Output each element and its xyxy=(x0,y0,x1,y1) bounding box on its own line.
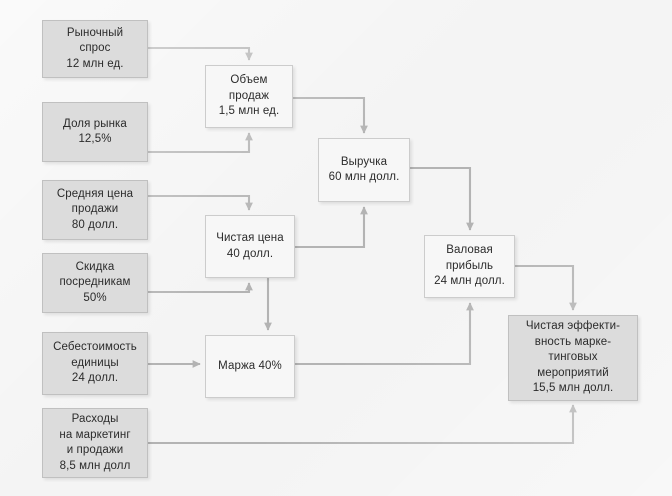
node-margin-label: Маржа 40% xyxy=(218,359,282,372)
node-net-effectiveness-label: Чистая эффекти- вность марке- тинговых м… xyxy=(525,320,621,395)
node-unit-cost[interactable]: Себестоимость единицы 24 долл. xyxy=(42,332,148,395)
node-marketing-costs[interactable]: Расходы на маркетинг и продажи 8,5 млн д… xyxy=(42,408,148,478)
node-gross-profit[interactable]: Валовая прибыль 24 млн долл. xyxy=(424,235,515,298)
edge-revenue-to-gross-profit xyxy=(410,166,474,231)
node-gross-profit-label: Валовая прибыль 24 млн долл. xyxy=(434,244,505,288)
edge-marketing-costs-to-net-effectiveness xyxy=(148,404,577,445)
node-revenue[interactable]: Выручка 60 млн долл. xyxy=(318,138,410,202)
node-market-demand-label: Рыночный спрос 12 млн ед. xyxy=(66,26,124,70)
node-discount-label: Скидка посредникам 50% xyxy=(59,260,131,304)
edge-margin-to-gross-profit xyxy=(295,302,474,366)
edge-sales-volume-to-revenue xyxy=(293,96,368,134)
node-revenue-label: Выручка 60 млн долл. xyxy=(328,155,400,184)
edge-gross-profit-to-net-effectiveness xyxy=(515,264,577,311)
node-net-price[interactable]: Чистая цена 40 долл. xyxy=(205,215,295,278)
node-market-share-label: Доля рынка 12,5% xyxy=(63,117,127,146)
node-average-price-label: Средняя цена продажи 80 долл. xyxy=(56,187,134,231)
node-sales-volume[interactable]: Объем продаж 1,5 млн ед. xyxy=(205,65,293,128)
node-net-price-label: Чистая цена 40 долл. xyxy=(216,232,284,260)
edge-market-demand-to-sales-volume xyxy=(148,46,253,61)
node-market-share[interactable]: Доля рынка 12,5% xyxy=(42,102,148,162)
edge-market-share-to-sales-volume xyxy=(148,132,253,154)
node-average-price[interactable]: Средняя цена продажи 80 долл. xyxy=(42,180,148,240)
node-sales-volume-label: Объем продаж 1,5 млн ед. xyxy=(218,74,280,118)
node-discount[interactable]: Скидка посредникам 50% xyxy=(42,253,148,313)
node-net-effectiveness[interactable]: Чистая эффекти- вность марке- тинговых м… xyxy=(508,315,638,401)
node-marketing-costs-label: Расходы на маркетинг и продажи 8,5 млн д… xyxy=(59,413,131,472)
edge-discount-to-net-price xyxy=(148,282,253,294)
edge-net-price-to-revenue xyxy=(295,206,368,249)
node-market-demand[interactable]: Рыночный спрос 12 млн ед. xyxy=(42,20,148,78)
node-unit-cost-label: Себестоимость единицы 24 долл. xyxy=(53,341,137,385)
edge-avg-price-to-net-price xyxy=(148,194,253,211)
node-margin[interactable]: Маржа 40% xyxy=(205,335,295,398)
